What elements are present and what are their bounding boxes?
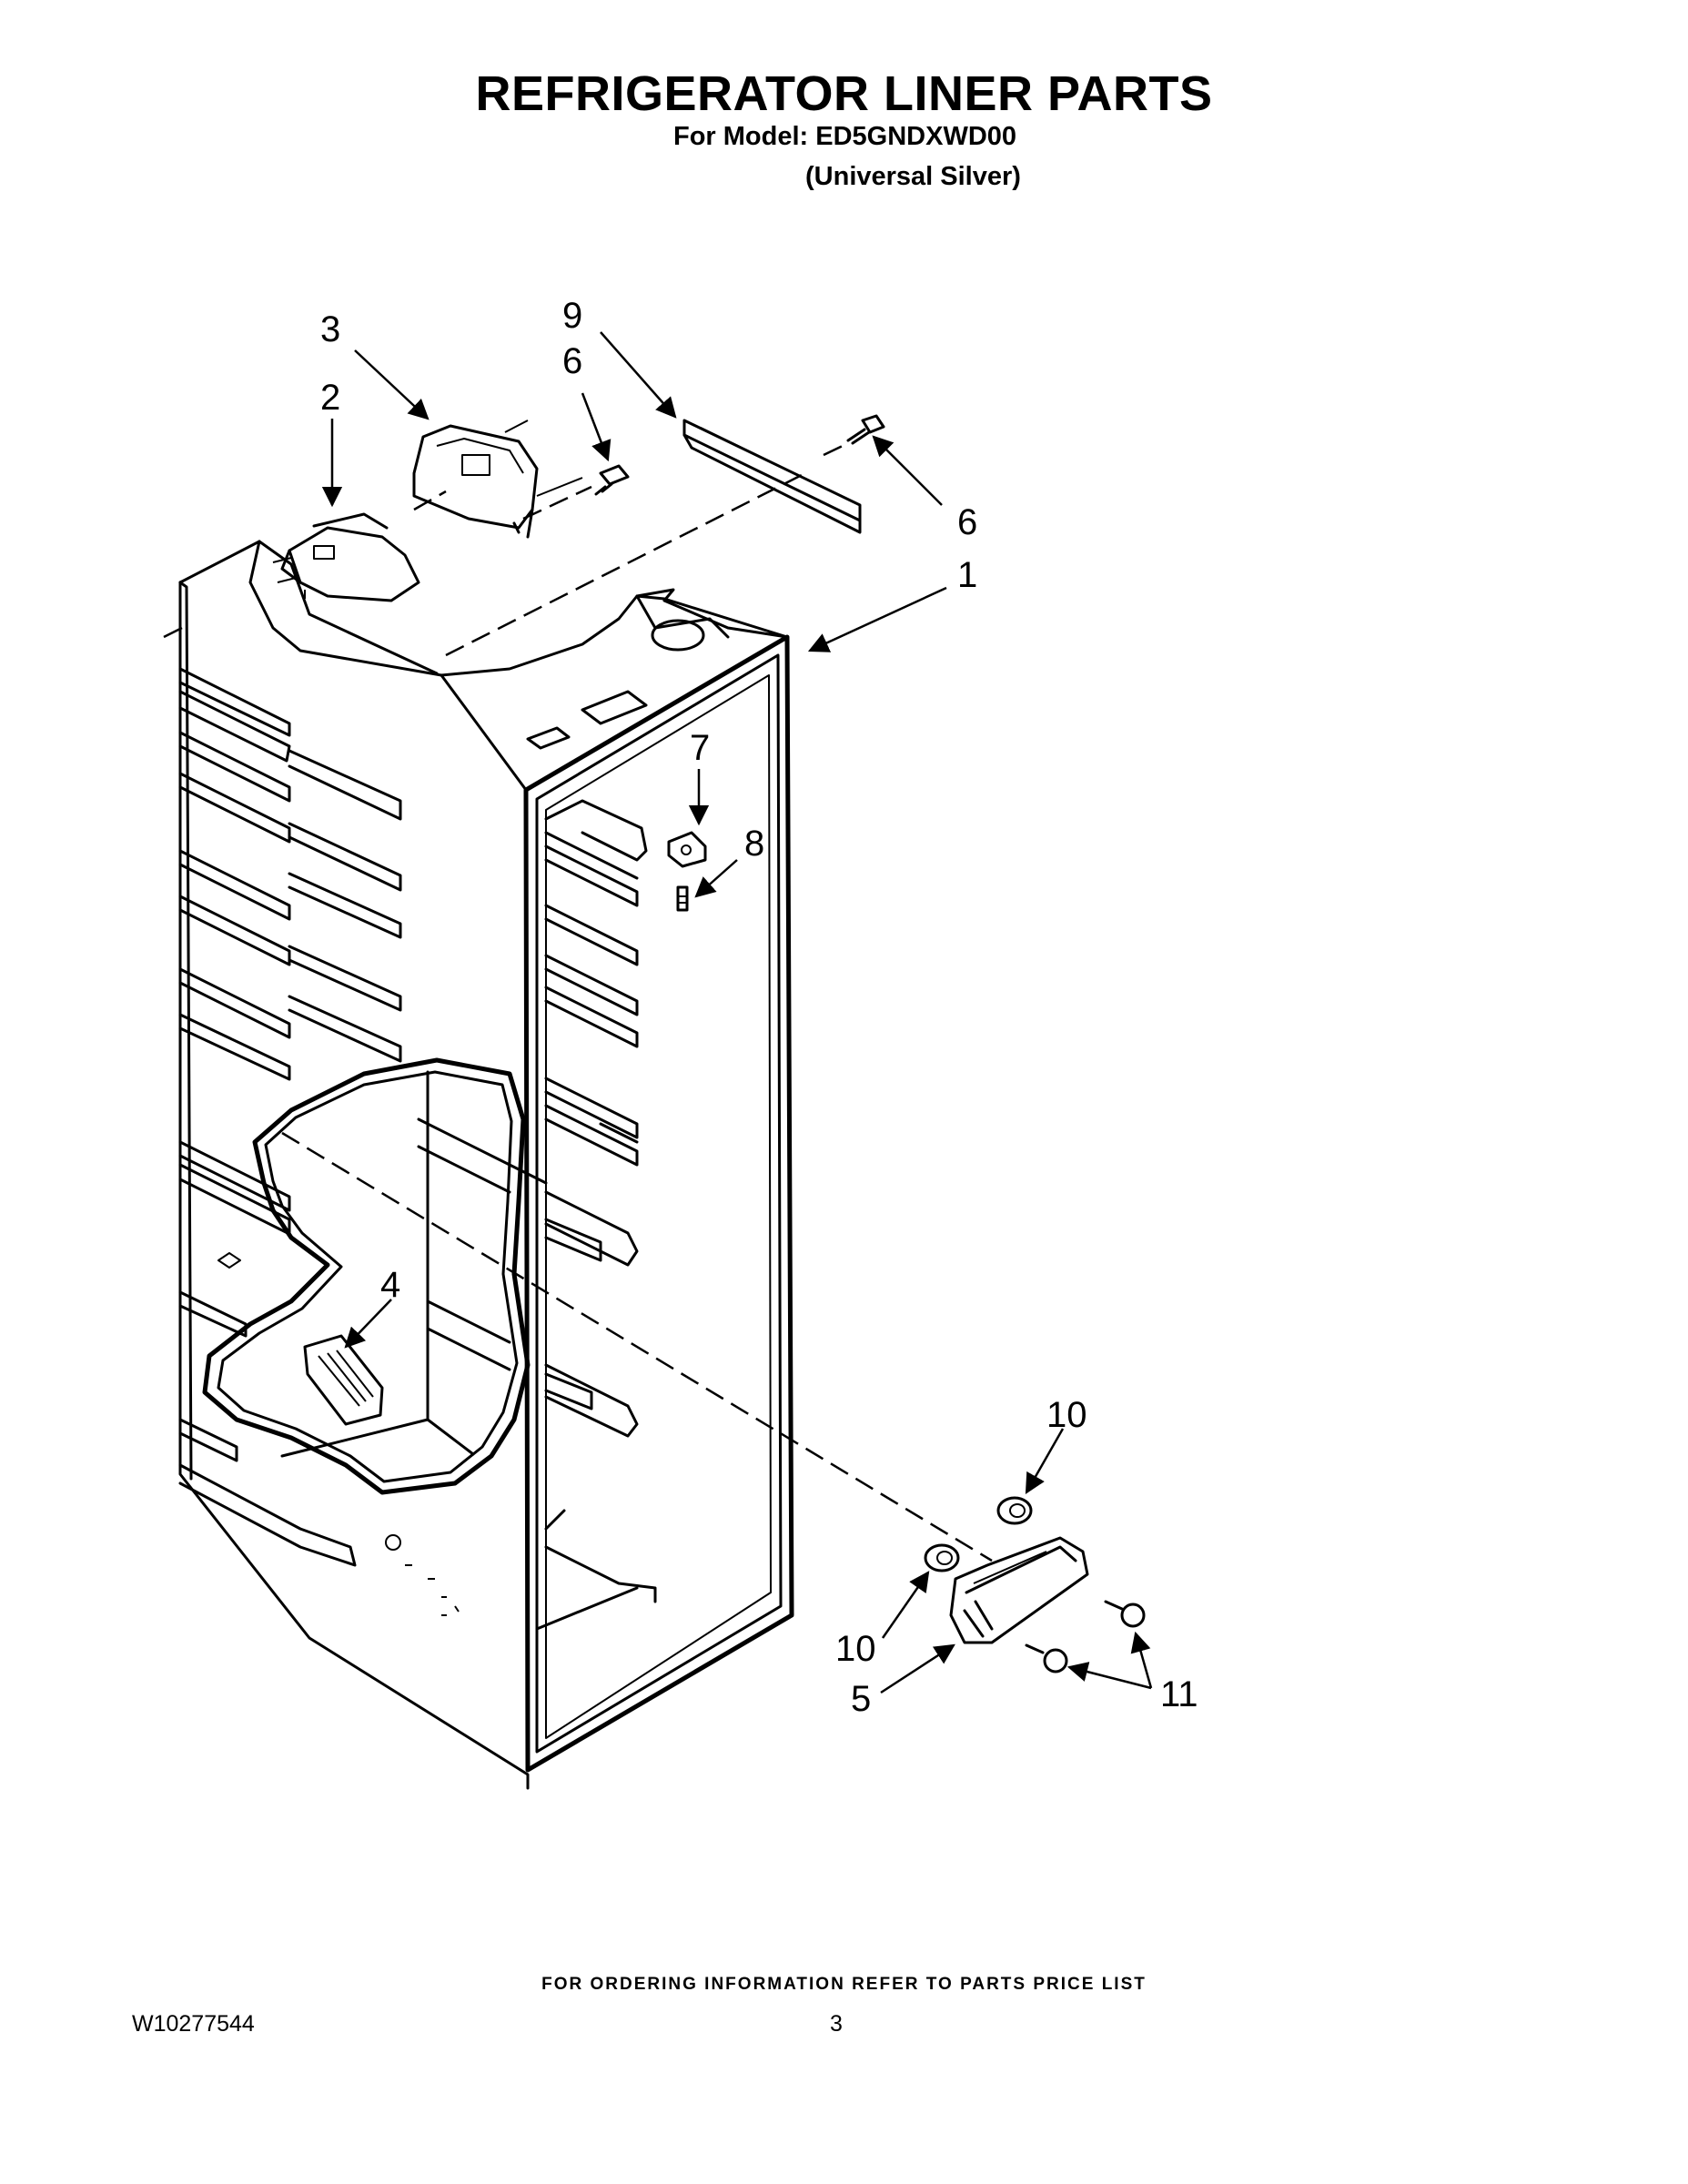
callout-6-top: 6: [562, 341, 582, 381]
page-title: REFRIGERATOR LINER PARTS: [475, 66, 1213, 121]
part-10-cap-lower: [924, 1543, 960, 1572]
callout-5: 5: [851, 1679, 871, 1719]
callout-4: 4: [380, 1265, 400, 1305]
model-number-line: For Model: ED5GNDXWD00: [673, 122, 1017, 151]
shelf-rails-left: [178, 667, 402, 1567]
shelf-rails-right: [544, 799, 648, 1167]
callout-2: 2: [320, 378, 340, 418]
document-number: W10277544: [132, 2011, 255, 2037]
refrigerator-liner: [178, 540, 794, 1790]
callout-6-right: 6: [957, 502, 977, 542]
callout-1: 1: [957, 555, 977, 595]
callout-3: 3: [320, 309, 340, 349]
part-10-cap-upper: [996, 1496, 1033, 1525]
leader-lines: [163, 331, 1153, 1694]
part-8-screw: [676, 885, 689, 912]
part-7-clip: [667, 831, 707, 868]
callout-10-upper: 10: [1046, 1395, 1087, 1435]
part-5-housing: [949, 1536, 1089, 1644]
ordering-note: FOR ORDERING INFORMATION REFER TO PARTS …: [541, 1975, 1147, 1994]
callout-9: 9: [562, 296, 582, 336]
page-number: 3: [830, 2011, 843, 2037]
part-9-rail: [682, 419, 862, 534]
part-11-screw-lower: [1025, 1643, 1068, 1673]
callout-10-lower: 10: [835, 1629, 876, 1669]
callout-8: 8: [744, 824, 764, 864]
part-6-screw-right: [846, 414, 885, 445]
color-variant-line: (Universal Silver): [805, 162, 1021, 191]
callout-11: 11: [1160, 1674, 1198, 1714]
assembly-lines: [281, 442, 993, 1562]
cutaway-interior: [202, 1057, 657, 1631]
part-6-screw-top: [594, 464, 630, 496]
part-2-control-housing: [272, 512, 420, 602]
callout-7: 7: [690, 728, 710, 768]
part-11-screw-upper: [1104, 1600, 1146, 1628]
part-4-vent: [303, 1334, 384, 1426]
callout-labels: 1 2 3 4 5 6 6 7 8 9 10 10 11: [320, 296, 1198, 1719]
part-3-bracket: [412, 420, 583, 539]
